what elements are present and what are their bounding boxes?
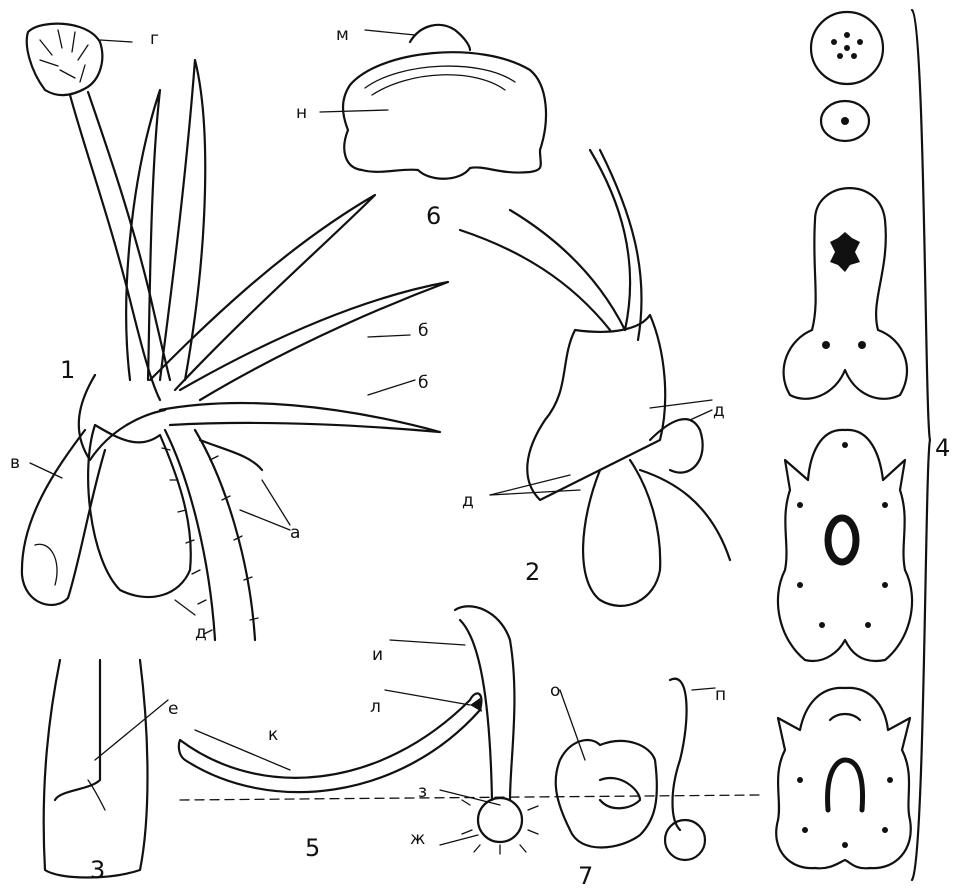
fig7-drawing: [556, 679, 705, 860]
label-b-1: б: [418, 321, 428, 341]
label-n: н: [296, 103, 307, 123]
figure-number-5: 5: [305, 834, 320, 862]
fig5-drawing: [179, 606, 538, 854]
label-z: з: [418, 782, 427, 802]
label-g: г: [150, 29, 159, 49]
label-d-1: д: [195, 623, 207, 643]
fig6-drawing: [343, 25, 546, 179]
label-v: в: [10, 453, 20, 473]
label-l: л: [370, 697, 381, 717]
fig4-sections: [776, 10, 930, 880]
label-p: п: [715, 685, 726, 705]
label-a: а: [290, 523, 300, 543]
figure-number-4: 4: [935, 434, 950, 462]
figure-number-3: 3: [90, 856, 105, 884]
figure-number-2: 2: [525, 558, 540, 586]
label-e: е: [168, 699, 178, 719]
leader-lines: [30, 30, 715, 845]
fig3-drawing: [44, 660, 148, 878]
label-i: и: [372, 645, 383, 665]
label-o: о: [550, 681, 560, 701]
label-zh: ж: [410, 829, 425, 849]
figure-number-6: 6: [426, 202, 441, 230]
label-b-2: б: [418, 373, 428, 393]
fig1-plant-drawing: [22, 24, 448, 640]
fig2-drawing: [460, 150, 730, 606]
figure-number-1: 1: [60, 356, 75, 384]
figure-number-7: 7: [578, 862, 593, 890]
label-k: к: [268, 725, 278, 745]
label-d-3: д: [462, 491, 474, 511]
label-d-2: д: [713, 401, 725, 421]
label-m: м: [336, 25, 349, 45]
